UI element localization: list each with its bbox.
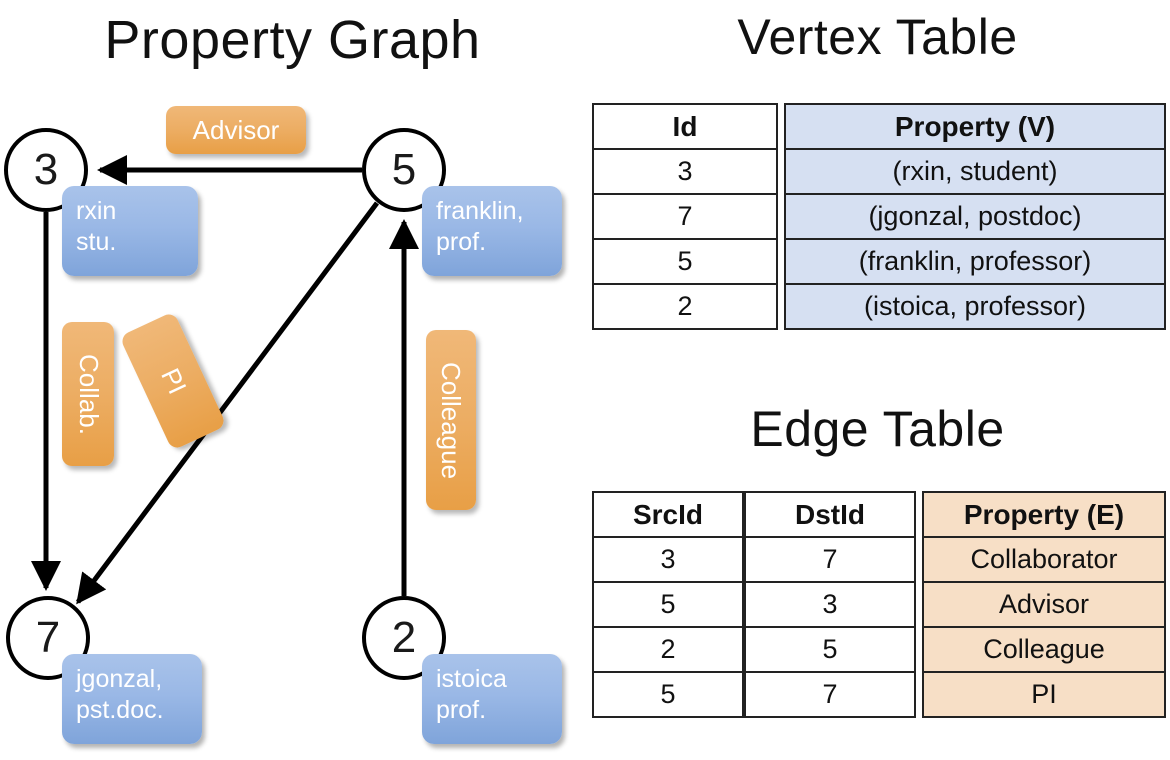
vertex-property-badge-rxin: rxin stu.: [62, 186, 198, 276]
table-row[interactable]: PI: [922, 671, 1166, 718]
edge-table-cell-srcid: 3: [592, 536, 744, 583]
table-row[interactable]: (istoica, professor): [784, 283, 1166, 330]
edge-label-advisor-text: Advisor: [192, 114, 280, 145]
vertex-property-badge-franklin: franklin, prof.: [422, 186, 562, 276]
edge-table-cell-dstid: 7: [744, 536, 916, 583]
graph-edges-layer: [31, 155, 419, 605]
table-row[interactable]: 2: [592, 283, 778, 330]
graph-node-2-label: 2: [391, 613, 417, 662]
vertex-property-badge-istoica: istoica prof.: [422, 654, 562, 744]
vertex-table-cell-property: (rxin, student): [784, 148, 1166, 195]
edge-table-cell-property: PI: [922, 671, 1166, 718]
table-row[interactable]: 5: [744, 626, 916, 673]
edge-table-cell-property: Advisor: [922, 581, 1166, 628]
edge-table-header-dstid: DstId: [744, 491, 916, 538]
table-row[interactable]: Collaborator: [922, 536, 1166, 583]
vertex-table-id-column: Id 3 7 5 2: [592, 103, 778, 330]
graph-node-7-label: 7: [35, 613, 61, 662]
vertex-property-badge-franklin-line2: prof.: [436, 228, 487, 256]
table-row[interactable]: 3: [592, 536, 744, 583]
page-title-edge-table: Edge Table: [750, 401, 1005, 457]
graph-node-3-label: 3: [33, 145, 59, 194]
table-header-row: Property (V): [784, 103, 1166, 150]
edge-table-srcid-column: SrcId 3 5 2 5: [592, 491, 744, 718]
table-row[interactable]: 5: [592, 671, 744, 718]
vertex-table-cell-property: (istoica, professor): [784, 283, 1166, 330]
table-row[interactable]: (rxin, student): [784, 148, 1166, 195]
table-row[interactable]: 7: [592, 193, 778, 240]
edge-label-colleague: Colleague: [426, 330, 476, 510]
edge-table-property-column: Property (E) Collaborator Advisor Collea…: [922, 491, 1166, 718]
table-row[interactable]: 2: [592, 626, 744, 673]
edge-table-cell-srcid: 5: [592, 581, 744, 628]
edge-table-cell-dstid: 5: [744, 626, 916, 673]
edge-table-cell-srcid: 2: [592, 626, 744, 673]
vertex-table-cell-id: 2: [592, 283, 778, 330]
vertex-table-cell-id: 7: [592, 193, 778, 240]
edge-table-cell-dstid: 7: [744, 671, 916, 718]
vertex-table-property-column: Property (V) (rxin, student) (jgonzal, p…: [784, 103, 1166, 330]
page-title-property-graph: Property Graph: [104, 10, 481, 70]
vertex-property-badge-franklin-line1: franklin,: [436, 197, 524, 225]
table-row[interactable]: 7: [744, 671, 916, 718]
vertex-property-badge-jgonzal-line1: jgonzal,: [76, 665, 163, 693]
vertex-property-badge-jgonzal-line2: pst.doc.: [76, 696, 164, 724]
edge-table-cell-property: Collaborator: [922, 536, 1166, 583]
table-row[interactable]: 3: [592, 148, 778, 195]
edge-table-cell-srcid: 5: [592, 671, 744, 718]
table-header-row: Property (E): [922, 491, 1166, 538]
table-row[interactable]: 3: [744, 581, 916, 628]
edge-table-header-srcid: SrcId: [592, 491, 744, 538]
table-row[interactable]: 5: [592, 238, 778, 285]
graph-node-2[interactable]: 2: [362, 596, 446, 680]
table-header-row: SrcId: [592, 491, 744, 538]
edge-table-header-property: Property (E): [922, 491, 1166, 538]
edge-table-cell-dstid: 3: [744, 581, 916, 628]
edge-table-dstid-column: DstId 7 3 5 7: [744, 491, 916, 718]
vertex-table-cell-id: 3: [592, 148, 778, 195]
table-row[interactable]: 5: [592, 581, 744, 628]
table-header-row: Id: [592, 103, 778, 150]
vertex-table-header-property: Property (V): [784, 103, 1166, 150]
table-header-row: DstId: [744, 491, 916, 538]
vertex-table-cell-property: (jgonzal, postdoc): [784, 193, 1166, 240]
vertex-table-cell-id: 5: [592, 238, 778, 285]
edge-label-collab: Collab.: [62, 322, 114, 466]
table-row[interactable]: 7: [744, 536, 916, 583]
table-row[interactable]: (jgonzal, postdoc): [784, 193, 1166, 240]
vertex-property-badge-rxin-line1: rxin: [76, 197, 117, 225]
vertex-table-header-id: Id: [592, 103, 778, 150]
table-row[interactable]: (franklin, professor): [784, 238, 1166, 285]
edge-label-pi-text: PI: [154, 363, 193, 399]
edge-table-cell-property: Colleague: [922, 626, 1166, 673]
vertex-property-badge-rxin-line2: stu.: [76, 228, 117, 256]
page-title-vertex-table: Vertex Table: [737, 9, 1018, 65]
table-row[interactable]: Colleague: [922, 626, 1166, 673]
edge-label-collab-text: Collab.: [73, 353, 104, 435]
table-row[interactable]: Advisor: [922, 581, 1166, 628]
graph-node-5[interactable]: 5: [362, 128, 446, 212]
graph-node-5-label: 5: [391, 145, 417, 194]
property-graph-diagram: 3 5 7 2 rxin stu. franklin, prof. jgonza…: [4, 106, 562, 744]
vertex-property-badge-istoica-line1: istoica: [436, 665, 507, 693]
vertex-property-badge-jgonzal: jgonzal, pst.doc.: [62, 654, 202, 744]
vertex-table-cell-property: (franklin, professor): [784, 238, 1166, 285]
edge-label-colleague-text: Colleague: [436, 361, 467, 479]
edge-label-advisor: Advisor: [166, 106, 306, 154]
vertex-property-badge-istoica-line2: prof.: [436, 696, 487, 724]
edge-5-to-7-pi: [75, 201, 380, 605]
